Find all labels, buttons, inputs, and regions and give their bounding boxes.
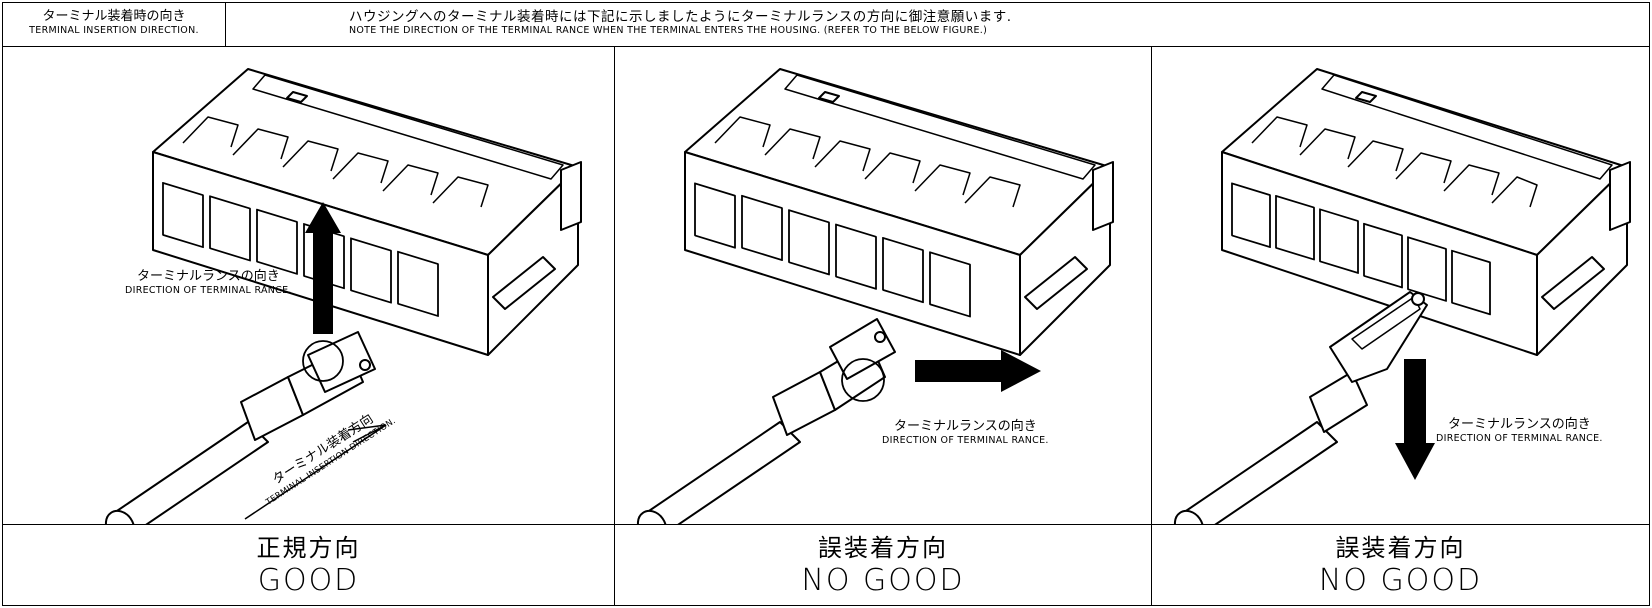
lance-label-jp: ターミナルランスの向き [136, 269, 280, 284]
verdict-good: 正規方向 GOOD [3, 524, 615, 605]
lance-label-en: DIRECTION OF TERMINAL RANCE. [125, 285, 292, 296]
header-title-cell: ターミナル装着時の向き TERMINAL INSERTION DIRECTION… [3, 3, 226, 47]
header-title-en: TERMINAL INSERTION DIRECTION. [29, 25, 199, 36]
lance-label-jp: ターミナルランスの向き [1447, 417, 1591, 432]
panel-good: ターミナルランスの向き DIRECTION OF TERMINAL RANCE.… [3, 47, 615, 524]
connector-illustration-down [1173, 68, 1631, 524]
verdict-jp: 誤装着方向 [818, 534, 948, 562]
lance-label-en: DIRECTION OF TERMINAL RANCE. [1436, 433, 1603, 444]
header-title-jp: ターミナル装着時の向き [42, 9, 186, 24]
verdict-no-good-down: 誤装着方向 NO GOOD [1152, 524, 1649, 605]
panel-no-good-down: ターミナルランスの向き DIRECTION OF TERMINAL RANCE. [1152, 47, 1649, 524]
lance-label-en: DIRECTION OF TERMINAL RANCE. [882, 435, 1049, 446]
connector-illustration-good [104, 68, 582, 524]
lance-label-good: ターミナルランスの向き DIRECTION OF TERMINAL RANCE. [125, 269, 292, 297]
insertion-arrow [244, 424, 387, 520]
verdict-no-good-right: 誤装着方向 NO GOOD [615, 524, 1152, 605]
verdict-jp: 正規方向 [256, 534, 361, 562]
lance-arrow-right [915, 350, 1041, 392]
header-note-jp: ハウジングへのターミナル装着時には下記に示しましたようにターミナルランスの方向に… [349, 9, 1012, 25]
header-note-cell: ハウジングへのターミナル装着時には下記に示しましたようにターミナルランスの方向に… [226, 3, 1649, 47]
panel-no-good-right: ターミナルランスの向き DIRECTION OF TERMINAL RANCE. [615, 47, 1152, 524]
verdict-en: NO GOOD [1318, 563, 1483, 598]
lance-label-jp: ターミナルランスの向き [893, 419, 1037, 434]
lance-label-down: ターミナルランスの向き DIRECTION OF TERMINAL RANCE. [1436, 417, 1603, 445]
lance-arrow-up [305, 202, 341, 334]
verdict-jp: 誤装着方向 [1335, 534, 1466, 562]
lance-label-right: ターミナルランスの向き DIRECTION OF TERMINAL RANCE. [882, 419, 1049, 447]
verdict-en: NO GOOD [801, 563, 965, 598]
header-note-en: NOTE THE DIRECTION OF THE TERMINAL RANCE… [349, 25, 988, 36]
verdict-en: GOOD [257, 563, 360, 598]
connector-illustration-right [636, 68, 1114, 524]
lance-arrow-down [1395, 359, 1435, 480]
